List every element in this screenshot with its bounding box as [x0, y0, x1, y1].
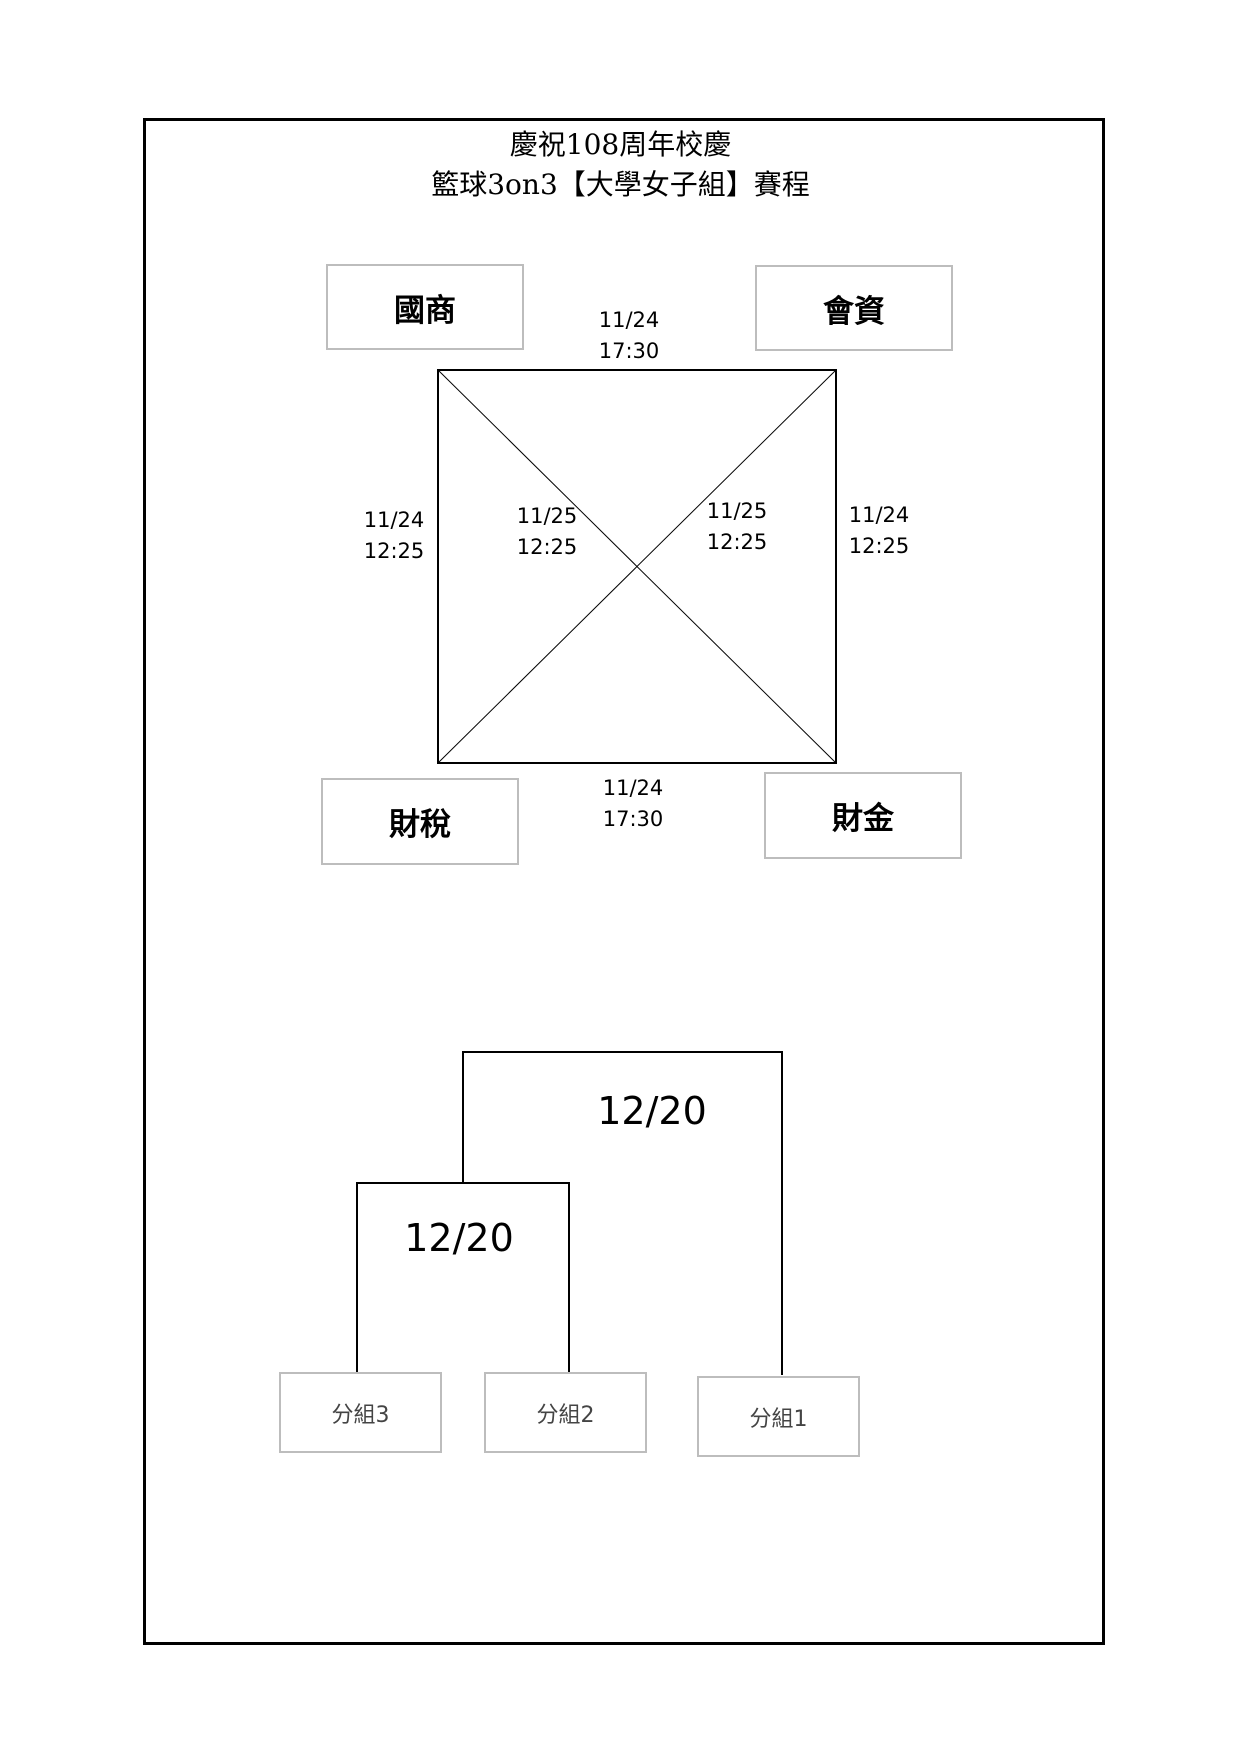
group-box-3: 分組3	[279, 1372, 442, 1453]
team-top-right: 會資	[755, 265, 953, 351]
page-border	[143, 118, 1105, 1645]
group-box-1: 分組1	[697, 1376, 860, 1457]
title-line-2: 籃球3on3【大學女子組】賽程	[431, 168, 810, 201]
diagonal-line	[437, 369, 837, 764]
group-box-2: 分組2	[484, 1372, 647, 1453]
semi-date: 12/20	[404, 1216, 514, 1260]
semi-bracket	[356, 1182, 570, 1372]
final-date: 12/20	[597, 1089, 707, 1133]
team-bottom-right: 財金	[764, 772, 962, 859]
team-top-left: 國商	[326, 264, 524, 350]
team-bottom-left: 財稅	[321, 778, 519, 865]
title-line-1: 慶祝108周年校慶	[509, 128, 732, 161]
round-robin-square	[437, 369, 837, 764]
final-bracket	[462, 1051, 783, 1375]
